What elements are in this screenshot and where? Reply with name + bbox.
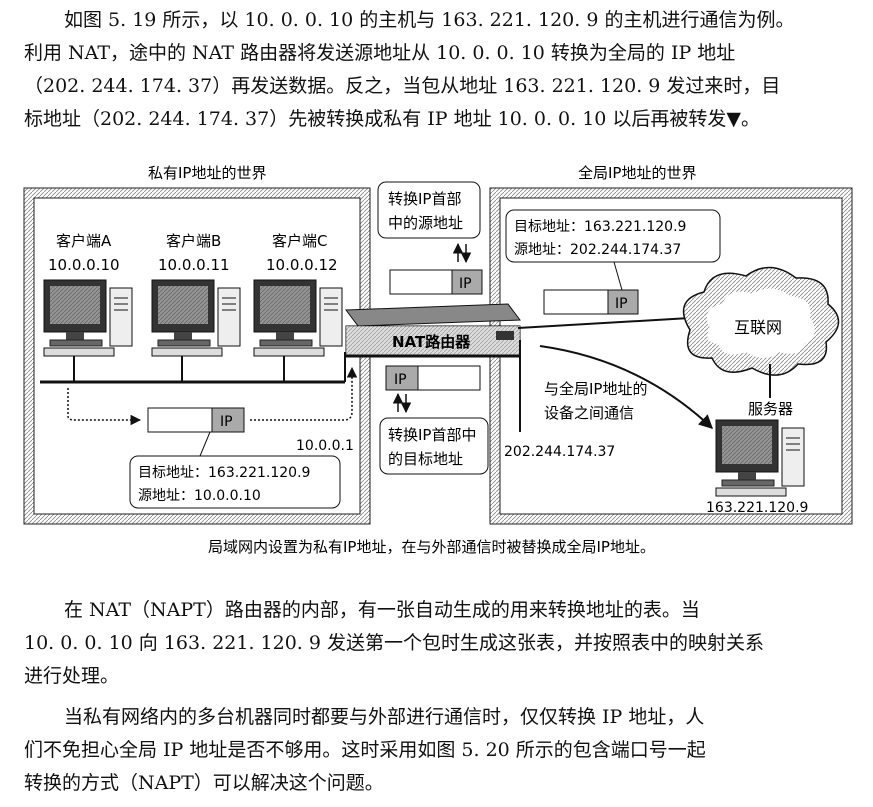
flow-arrow xyxy=(67,388,142,426)
router-inner-ip: 10.0.0.1 xyxy=(296,438,354,454)
global-packet-callout xyxy=(505,209,721,263)
server-ip: 163.221.120.9 xyxy=(706,500,808,516)
internet-label: 互联网 xyxy=(734,318,782,337)
text-line: 在 NAT（NAPT）路由器的内部，有一张自动生成的用来转换地址的表。当 xyxy=(64,599,700,621)
flow-arrow xyxy=(250,366,358,421)
client-c-computer-icon xyxy=(253,279,343,357)
client-b-computer-icon xyxy=(151,279,241,357)
server-computer-icon xyxy=(715,419,805,497)
global-packet-dst: 目标地址：163.221.120.9 xyxy=(514,219,686,235)
client-c-label: 客户端C xyxy=(272,232,327,250)
global-world-title: 全局IP地址的世界 xyxy=(578,164,696,182)
text-line: 标地址（202. 244. 174. 37）先被转换成私有 IP 地址 10. … xyxy=(24,108,761,130)
server-label: 服务器 xyxy=(748,400,793,418)
client-b-label: 客户端B xyxy=(166,232,221,250)
paragraph-nat-table: 在 NAT（NAPT）路由器的内部，有一张自动生成的用来转换地址的表。当 10.… xyxy=(24,594,854,693)
callout-source-rewrite xyxy=(377,181,481,239)
text-line: 利用 NAT，途中的 NAT 路由器将发送源地址从 10. 0. 0. 10 转… xyxy=(24,42,736,64)
ip-header-tag: IP xyxy=(394,372,407,388)
ip-header-tag: IP xyxy=(615,296,628,312)
global-comm-line1: 与全局IP地址的 xyxy=(544,380,647,398)
client-a-computer-icon xyxy=(43,279,133,357)
client-a-ip: 10.0.0.10 xyxy=(48,256,120,274)
private-packet-dst: 目标地址：163.221.120.9 xyxy=(138,465,310,481)
private-packet-callout xyxy=(129,455,341,509)
router-outer-ip: 202.244.174.37 xyxy=(504,444,615,460)
private-packet-src: 源地址：10.0.0.10 xyxy=(138,488,261,504)
callout-src-line1: 转换IP首部 xyxy=(388,190,461,208)
router-top xyxy=(345,303,521,327)
intro-paragraph: 如图 5. 19 所示，以 10. 0. 0. 10 的主机与 163. 221… xyxy=(24,4,854,136)
communication-arc xyxy=(539,345,714,429)
callout-destination-rewrite xyxy=(379,417,489,475)
ip-header-tag: IP xyxy=(459,276,472,292)
client-b-ip: 10.0.0.11 xyxy=(158,256,230,274)
text-line: 进行处理。 xyxy=(24,665,120,687)
text-line: （202. 244. 174. 37）再发送数据。反之，当包从地址 163. 2… xyxy=(24,75,781,97)
client-a-label: 客户端A xyxy=(56,232,112,250)
text-line: 10. 0. 0. 10 向 163. 221. 120. 9 发送第一个包时生… xyxy=(24,632,765,654)
text-line: 们不免担心全局 IP 地址是否不够用。这时采用如图 5. 20 所示的包含端口号… xyxy=(24,739,706,761)
callout-src-line2: 中的源地址 xyxy=(388,214,463,232)
text-line: 转换的方式（NAPT）可以解决这个问题。 xyxy=(24,772,384,794)
text-line: 当私有网络内的多台机器同时都要与外部进行通信时，仅仅转换 IP 地址，人 xyxy=(64,706,705,728)
callout-dst-line1: 转换IP首部中 xyxy=(388,426,476,444)
client-c-ip: 10.0.0.12 xyxy=(266,256,338,274)
ip-header-tag: IP xyxy=(220,414,233,430)
private-world-title: 私有IP地址的世界 xyxy=(148,164,266,182)
nat-router-label: NAT路由器 xyxy=(392,333,471,351)
global-packet-src: 源地址：202.244.174.37 xyxy=(514,242,681,258)
text-line: 如图 5. 19 所示，以 10. 0. 0. 10 的主机与 163. 221… xyxy=(64,9,795,31)
wan-link xyxy=(517,317,691,329)
callout-dst-line2: 的目标地址 xyxy=(388,450,463,468)
figure-caption: 局域网内设置为私有IP地址，在与外部通信时被替换成全局IP地址。 xyxy=(208,538,655,556)
paragraph-napt: 当私有网络内的多台机器同时都要与外部进行通信时，仅仅转换 IP 地址，人 们不免… xyxy=(24,701,854,800)
global-comm-line2: 设备之间通信 xyxy=(544,404,634,422)
